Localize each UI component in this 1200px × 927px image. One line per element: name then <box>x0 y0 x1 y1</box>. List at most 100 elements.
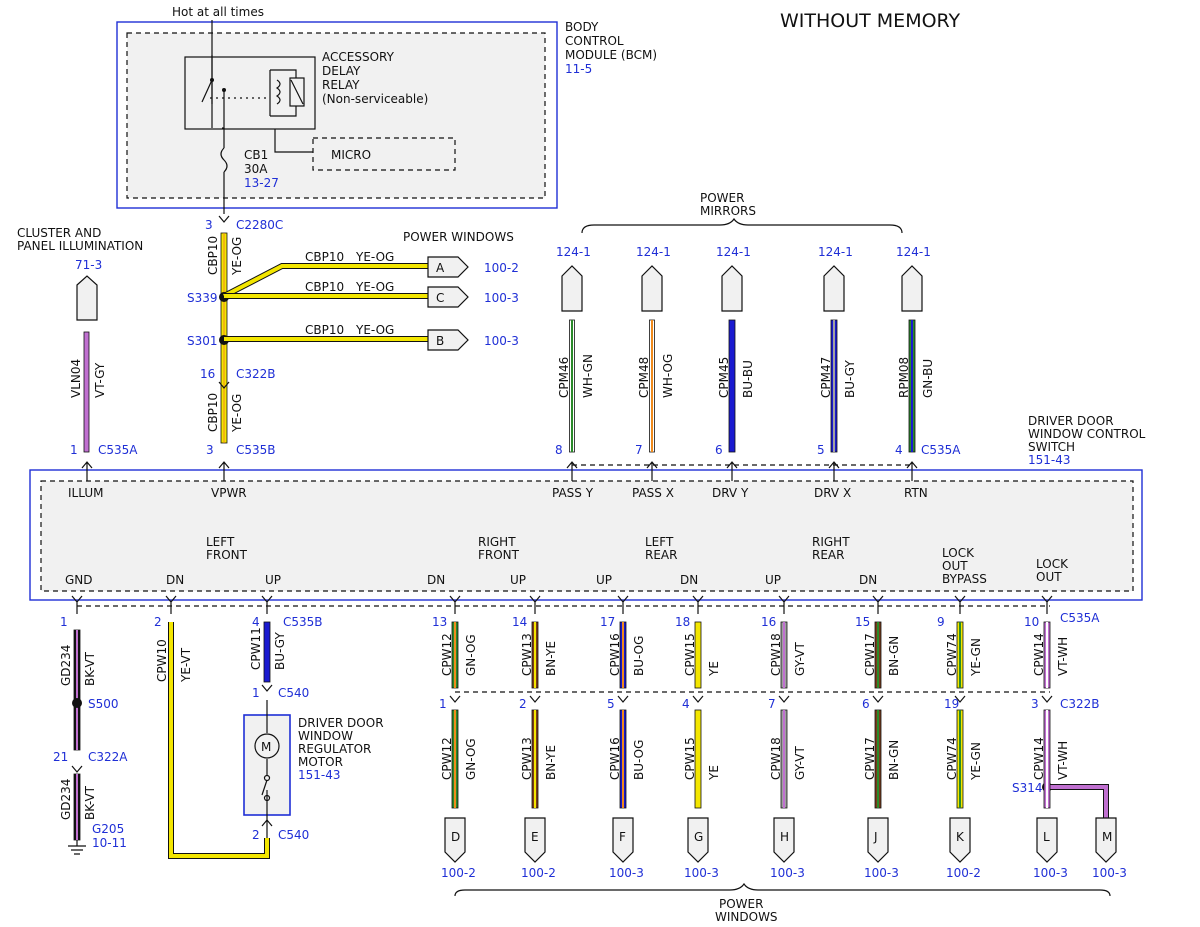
illum-connector[interactable]: C535A <box>98 443 138 457</box>
micro-label: MICRO <box>331 148 371 162</box>
mirror-pin-1: 7 <box>635 443 643 457</box>
motor-bot-connector[interactable]: C540 <box>278 828 309 842</box>
wire-cpw15-color-bot: YE <box>707 765 721 781</box>
cluster-ref[interactable]: 71-3 <box>75 258 102 272</box>
power-mirrors-brace <box>581 217 903 234</box>
breaker-ref[interactable]: 13-27 <box>244 176 279 190</box>
window-ref-k[interactable]: 100-2 <box>946 866 981 880</box>
wire-cpm46-circuit: CPM46 <box>557 357 571 398</box>
motor-bot-pin: 2 <box>252 828 260 842</box>
up-lf-connector[interactable]: C535B <box>283 615 323 629</box>
gnd-c322a-connector[interactable]: C322A <box>88 750 128 764</box>
wire-cpw16-circuit-top: CPW16 <box>608 633 622 676</box>
pin-vpwr: VPWR <box>211 486 247 500</box>
wire-cbp10-circuit-c: CBP10 <box>305 280 344 294</box>
wire-cpw12-color-top: GN-OG <box>464 634 478 676</box>
mirror-ref-2[interactable]: 124-1 <box>716 245 751 259</box>
window-top-pin-5: 15 <box>855 615 870 629</box>
breaker-name: CB1 <box>244 148 268 162</box>
group-left-front-1: LEFT <box>206 535 235 549</box>
window-connector-g: G <box>694 830 703 844</box>
pin-dn-lr: DN <box>680 573 698 587</box>
wire-cbp10-color-a: YE-OG <box>355 250 394 264</box>
splice-s314[interactable]: S314 <box>1012 781 1043 795</box>
wire-cpw74-color-top: YE-GN <box>969 638 983 677</box>
group-right-front-1: RIGHT <box>478 535 516 549</box>
group-left-rear-1: LEFT <box>645 535 674 549</box>
window-mid-connector[interactable]: C322B <box>1060 697 1100 711</box>
pin-dn-rf: DN <box>427 573 445 587</box>
group-right-front-2: FRONT <box>478 548 520 562</box>
motor-name-line-4: MOTOR <box>298 755 343 769</box>
splice-s339[interactable]: S339 <box>187 291 218 305</box>
window-connector-icon-l <box>1036 817 1058 863</box>
mirror-pin-3: 5 <box>817 443 825 457</box>
window-ref-m[interactable]: 100-3 <box>1092 866 1127 880</box>
motor-top-connector[interactable]: C540 <box>278 686 309 700</box>
window-ref-h[interactable]: 100-3 <box>770 866 805 880</box>
mirror-ref-3[interactable]: 124-1 <box>818 245 853 259</box>
pin-gnd: GND <box>65 573 93 587</box>
group-lockout-bypass-2: OUT <box>942 559 968 573</box>
pin-illum: ILLUM <box>68 486 103 500</box>
wire-cpw12-color-bot: GN-OG <box>464 738 478 780</box>
pin-up-rr: UP <box>765 573 781 587</box>
pw-ref-a[interactable]: 100-2 <box>484 261 519 275</box>
window-connector-m: M <box>1102 830 1112 844</box>
relay-box <box>184 56 316 130</box>
wire-cpw17-color-top: BN-GN <box>887 636 901 676</box>
wire-cpm47-color: BU-GY <box>843 360 857 398</box>
pw-ref-c[interactable]: 100-3 <box>484 291 519 305</box>
wire-cpw11-circuit: CPW11 <box>249 627 263 670</box>
wire-cbp10-color-c: YE-OG <box>355 280 394 294</box>
pin-dn-rr: DN <box>859 573 877 587</box>
wire-cpw14-color-bot: VT-WH <box>1056 741 1070 780</box>
group-lockout-bypass-1: LOCK <box>942 546 975 560</box>
mirror-connector-icon-3 <box>823 265 845 312</box>
mirror-ref-4[interactable]: 124-1 <box>896 245 931 259</box>
wire-cpw18-circuit-bot: CPW18 <box>769 737 783 780</box>
bcm-ref[interactable]: 11-5 <box>565 62 592 76</box>
motor-ref[interactable]: 151-43 <box>298 768 341 782</box>
window-ref-l[interactable]: 100-3 <box>1033 866 1068 880</box>
wire-cpw14-circuit-bot: CPW14 <box>1032 737 1046 780</box>
window-top-connector[interactable]: C535A <box>1060 611 1100 625</box>
ground-ref[interactable]: 10-11 <box>92 836 127 850</box>
mirror-ref-0[interactable]: 124-1 <box>556 245 591 259</box>
relay-coil-icon <box>289 77 305 107</box>
wire-cpw11-color: BU-GY <box>273 632 287 670</box>
switch-name-line-1: DRIVER DOOR <box>1028 414 1114 428</box>
mirror-connector-icon-2 <box>721 265 743 312</box>
mirror-ref-1[interactable]: 124-1 <box>636 245 671 259</box>
splice-s301[interactable]: S301 <box>187 334 218 348</box>
up-lf-pin: 4 <box>252 615 260 629</box>
window-connector-icon-m <box>1095 817 1117 863</box>
window-connector-d: D <box>451 830 460 844</box>
window-ref-d[interactable]: 100-2 <box>441 866 476 880</box>
switch-ref[interactable]: 151-43 <box>1028 453 1071 467</box>
wire-cbp10-circuit-b: CBP10 <box>305 323 344 337</box>
group-lockout-2: OUT <box>1036 570 1062 584</box>
ground-name[interactable]: G205 <box>92 822 124 836</box>
wire-vln04-circuit: VLN04 <box>69 359 83 398</box>
window-ref-f[interactable]: 100-3 <box>609 866 644 880</box>
c322b-vpwr-connector[interactable]: C322B <box>236 367 276 381</box>
pw-ref-b[interactable]: 100-3 <box>484 334 519 348</box>
splice-s500[interactable]: S500 <box>88 697 119 711</box>
mirror-connector[interactable]: C535A <box>921 443 961 457</box>
pin-pass-x: PASS X <box>632 486 674 500</box>
window-connector-f: F <box>619 830 626 844</box>
window-connector-e: E <box>531 830 539 844</box>
wire-cpw10-circuit: CPW10 <box>155 639 169 682</box>
wire-cpm48-color: WH-OG <box>661 354 675 398</box>
c535b-vpwr-connector[interactable]: C535B <box>236 443 276 457</box>
window-ref-e[interactable]: 100-2 <box>521 866 556 880</box>
c2280c-connector[interactable]: C2280C <box>236 218 283 232</box>
window-bot-pin-3: 4 <box>682 697 690 711</box>
window-ref-j[interactable]: 100-3 <box>864 866 899 880</box>
power-mirrors-line-2: MIRRORS <box>700 204 756 218</box>
window-ref-g[interactable]: 100-3 <box>684 866 719 880</box>
left-front-motor-circuit: 2 CPW10 YE-VT 4 C535B CPW11 BU-GY 1 C540… <box>154 595 384 859</box>
